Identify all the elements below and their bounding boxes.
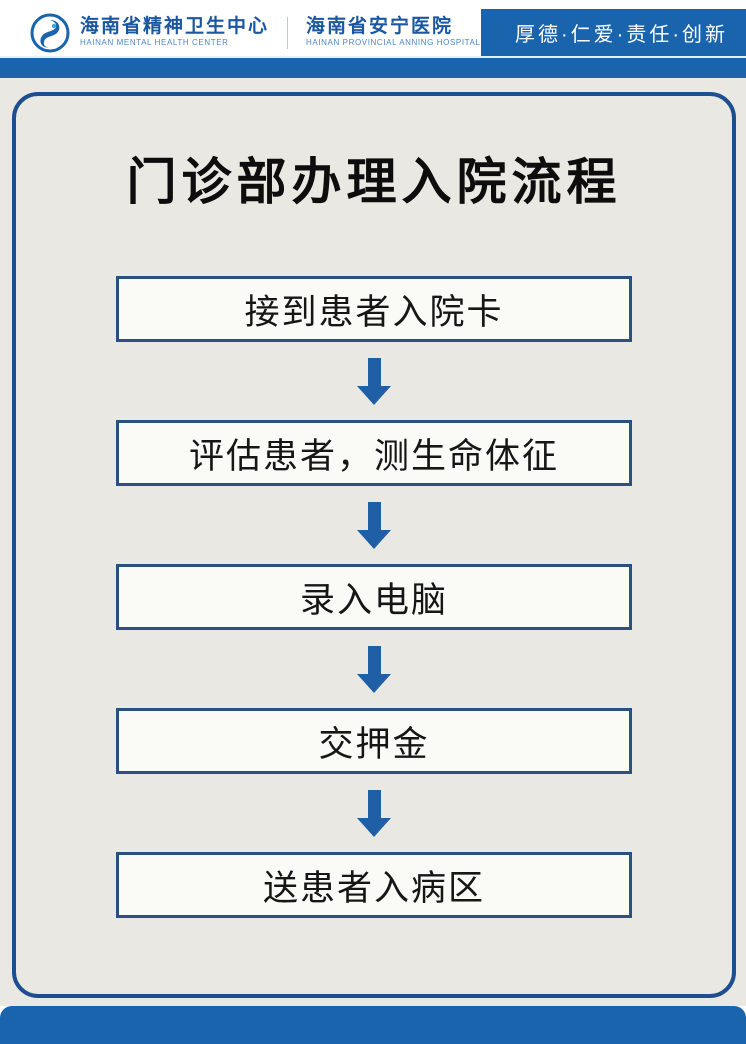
arrow-down-icon — [357, 630, 391, 708]
arrow-head — [357, 385, 391, 405]
org-secondary-subtitle: HAINAN PROVINCIAL ANNING HOSPITAL — [306, 38, 481, 48]
page-title: 门诊部办理入院流程 — [126, 154, 622, 210]
org-primary: 海南省精神卫生中心 HAINAN MENTAL HEALTH CENTER — [80, 17, 269, 47]
flow-step-box-3: 录入电脑 — [116, 564, 632, 630]
arrow-head — [357, 673, 391, 693]
arrow-head — [357, 817, 391, 837]
org-primary-subtitle: HAINAN MENTAL HEALTH CENTER — [80, 38, 229, 48]
org-secondary-name: 海南省安宁医院 — [306, 16, 454, 38]
flow-step-box-1: 接到患者入院卡 — [116, 276, 632, 342]
bottom-blue-band — [0, 1006, 746, 1044]
arrow-down-icon — [357, 486, 391, 564]
org-primary-name: 海南省精神卫生中心 — [80, 16, 270, 38]
org-secondary: 海南省安宁医院 HAINAN PROVINCIAL ANNING HOSPITA… — [306, 17, 481, 47]
hospital-motto: 厚德·仁爱·责任·创新 — [515, 24, 728, 46]
org-divider — [287, 16, 289, 49]
arrow-down-icon — [357, 342, 391, 420]
flow-step-box-5: 送患者入病区 — [116, 852, 632, 918]
arrow-head — [357, 529, 391, 549]
arrow-shaft — [367, 645, 381, 674]
flow-step-label-2: 评估患者，测生命体征 — [188, 436, 559, 476]
arrow-shaft — [367, 357, 381, 386]
flow-step-label-1: 接到患者入院卡 — [244, 292, 504, 332]
header-left: 海南省精神卫生中心 HAINAN MENTAL HEALTH CENTER 海南… — [0, 9, 481, 56]
flow-step-label-3: 录入电脑 — [299, 580, 448, 620]
flowchart: 接到患者入院卡 评估患者，测生命体征 录入电脑 — [116, 276, 632, 918]
flow-step-label-4: 交押金 — [318, 724, 430, 764]
flow-step-label-5: 送患者入病区 — [262, 868, 485, 908]
arrow-down-icon — [357, 774, 391, 852]
poster-body: 门诊部办理入院流程 接到患者入院卡 评估患者，测生命体征 录入电脑 — [0, 78, 746, 1006]
header-bar: 海南省精神卫生中心 HAINAN MENTAL HEALTH CENTER 海南… — [0, 0, 746, 56]
header-motto-panel: 厚德·仁爱·责任·创新 — [480, 9, 746, 56]
top-blue-band — [0, 56, 746, 78]
flow-step-box-2: 评估患者，测生命体征 — [116, 420, 632, 486]
arrow-shaft — [367, 501, 381, 530]
arrow-shaft — [367, 789, 381, 818]
flow-step-box-4: 交押金 — [116, 708, 632, 774]
poster-border-frame: 门诊部办理入院流程 接到患者入院卡 评估患者，测生命体征 录入电脑 — [12, 92, 736, 998]
hospital-logo-icon — [30, 13, 70, 53]
